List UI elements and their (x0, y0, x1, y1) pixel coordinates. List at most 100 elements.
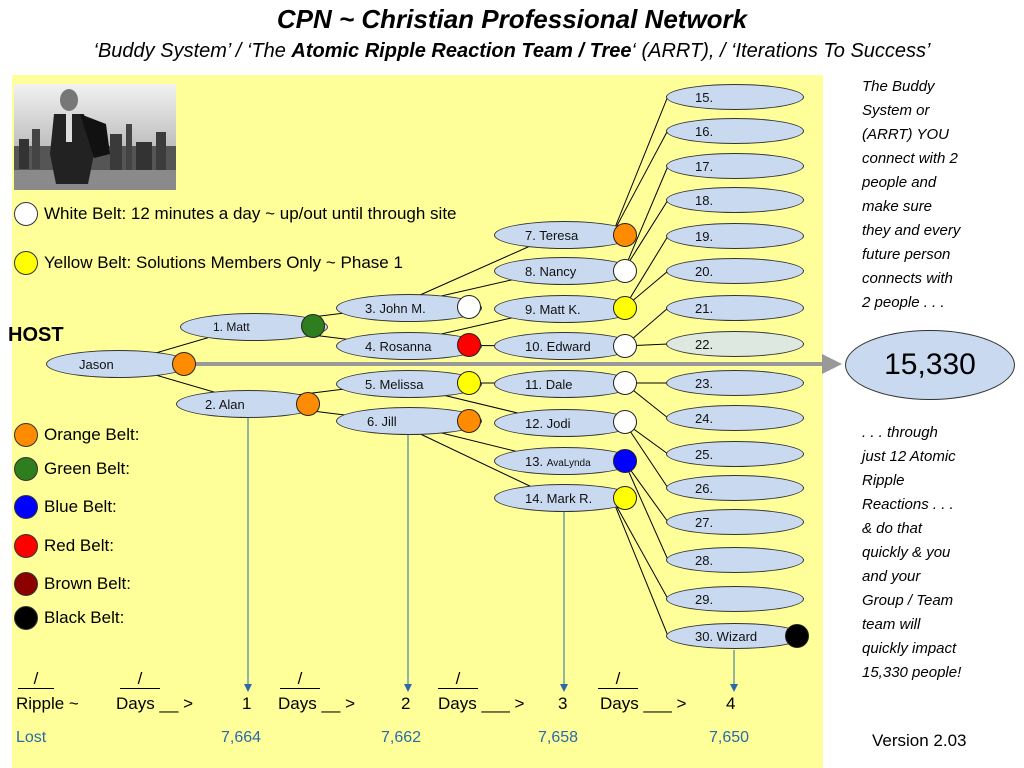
side-line: quickly & you (862, 544, 951, 561)
node-label: 19. (695, 228, 714, 244)
side-line: 2 people . . . (862, 294, 945, 311)
belt-swatch (14, 423, 38, 447)
node-label: 3. John M. (365, 300, 426, 316)
node-label: 22. (695, 336, 714, 352)
legend-red-belt: Red Belt: (14, 534, 114, 558)
node-label: 9. Matt K. (525, 301, 581, 317)
node-level4: 21. (666, 295, 804, 321)
node-level3: 8. Nancy (494, 257, 634, 285)
node-level4: 27. (666, 509, 804, 535)
side-line: team will (862, 616, 921, 633)
lost-label: Lost (16, 729, 47, 746)
result-node: 15,330 (845, 330, 1015, 400)
side-line: future person (862, 246, 951, 263)
node-level4: 29. (666, 586, 804, 612)
side-line: . . . through (862, 424, 938, 441)
node-label: 8. Nancy (525, 263, 577, 279)
legend-yellow-belt: Yellow Belt: Solutions Members Only ~ Ph… (14, 251, 403, 275)
node-label: 1. Matt (213, 320, 250, 334)
legend-label: Brown Belt: (44, 574, 131, 593)
node-level4: 28. (666, 547, 804, 573)
belt-dot (457, 295, 481, 319)
node-label: 30. Wizard (695, 628, 758, 644)
belt-swatch (14, 251, 38, 275)
legend-black-belt: Black Belt: (14, 606, 124, 630)
legend-label: Yellow Belt: Solutions Members Only ~ Ph… (44, 253, 403, 272)
legend-label: White Belt: 12 minutes a day ~ up/out un… (44, 204, 457, 223)
node-label: 15. (695, 89, 714, 105)
iteration-number: 2 (401, 694, 411, 713)
node-level3: 10. Edward (494, 332, 634, 360)
node-label: 25. (695, 446, 714, 462)
node-level4: 23. (666, 370, 804, 396)
belt-swatch (14, 572, 38, 596)
node-label: 2. Alan (205, 396, 245, 412)
node-level4: 16. (666, 118, 804, 144)
node-level4: 25. (666, 441, 804, 467)
node-label: 5. Melissa (365, 376, 424, 392)
side-line: they and every (862, 222, 961, 239)
node-label: 16. (695, 123, 714, 139)
side-line: (ARRT) YOU (862, 126, 949, 143)
node-level4: 20. (666, 258, 804, 284)
node-label: 27. (695, 514, 714, 530)
belt-dot (613, 223, 637, 247)
node-label: 26. (695, 480, 714, 496)
page-title: CPN ~ Christian Professional Network (276, 4, 748, 34)
node-level4: 22. (666, 331, 804, 357)
iteration-number: 4 (726, 694, 736, 713)
belt-dot (613, 410, 637, 434)
side-line: System or (862, 102, 930, 119)
node-label: 18. (695, 192, 714, 208)
node-level4: 30. Wizard (666, 623, 804, 649)
blank-slash: / (438, 670, 478, 689)
side-line: and your (862, 568, 921, 585)
days-label: Days ___ > (600, 694, 687, 713)
side-line: quickly impact (862, 640, 957, 657)
legend-label: Black Belt: (44, 608, 125, 627)
node-label: 14. Mark R. (525, 490, 593, 506)
days-label: Days __ > (116, 694, 194, 713)
host-label: HOST (8, 324, 64, 346)
lost-value: 7,664 (221, 729, 262, 746)
lost-value: 7,658 (538, 729, 579, 746)
node-name: AvaLynda (546, 457, 591, 469)
belt-dot (172, 352, 196, 376)
businessman-photo (14, 84, 176, 190)
blank-slash: / (18, 670, 54, 689)
side-line: connect with 2 (862, 150, 958, 167)
side-line: The Buddy (862, 78, 935, 95)
belt-dot (613, 449, 637, 473)
lost-value: 7,662 (381, 729, 422, 746)
belt-dot (457, 409, 481, 433)
ripple-label: Ripple ~ (16, 694, 79, 713)
subtitle-part2: ‘ (ARRT), / ‘Iterations To Success’ (631, 40, 931, 62)
legend-blue-belt: Blue Belt: (14, 495, 117, 519)
belt-swatch (14, 495, 38, 519)
belt-dot (613, 334, 637, 358)
legend-label: Green Belt: (44, 459, 130, 478)
node-label: 11. Dale (525, 376, 573, 392)
side-line: connects with (862, 270, 953, 287)
node-level4: 15. (666, 84, 804, 110)
node-label: 12. Jodi (525, 415, 571, 431)
belt-dot (613, 259, 637, 283)
blank-slash: / (120, 670, 160, 689)
node-label: 17. (695, 158, 714, 174)
node-level2: 5. Melissa (336, 370, 482, 398)
node-label: 7. Teresa (525, 227, 579, 243)
node-level4: 19. (666, 223, 804, 249)
legend-white-belt: White Belt: 12 minutes a day ~ up/out un… (14, 202, 457, 226)
node-level3: 14. Mark R. (494, 484, 634, 512)
node-level4: 18. (666, 187, 804, 213)
side-line: Ripple (862, 472, 905, 489)
days-label: Days __ > (278, 694, 356, 713)
belt-swatch (14, 457, 38, 481)
node-level4: 24. (666, 405, 804, 431)
node-label: 29. (695, 591, 714, 607)
legend-green-belt: Green Belt: (14, 457, 130, 481)
belt-dot (457, 333, 481, 357)
belt-dot (296, 392, 320, 416)
node-label: 4. Rosanna (365, 338, 432, 354)
node-level4: 17. (666, 153, 804, 179)
